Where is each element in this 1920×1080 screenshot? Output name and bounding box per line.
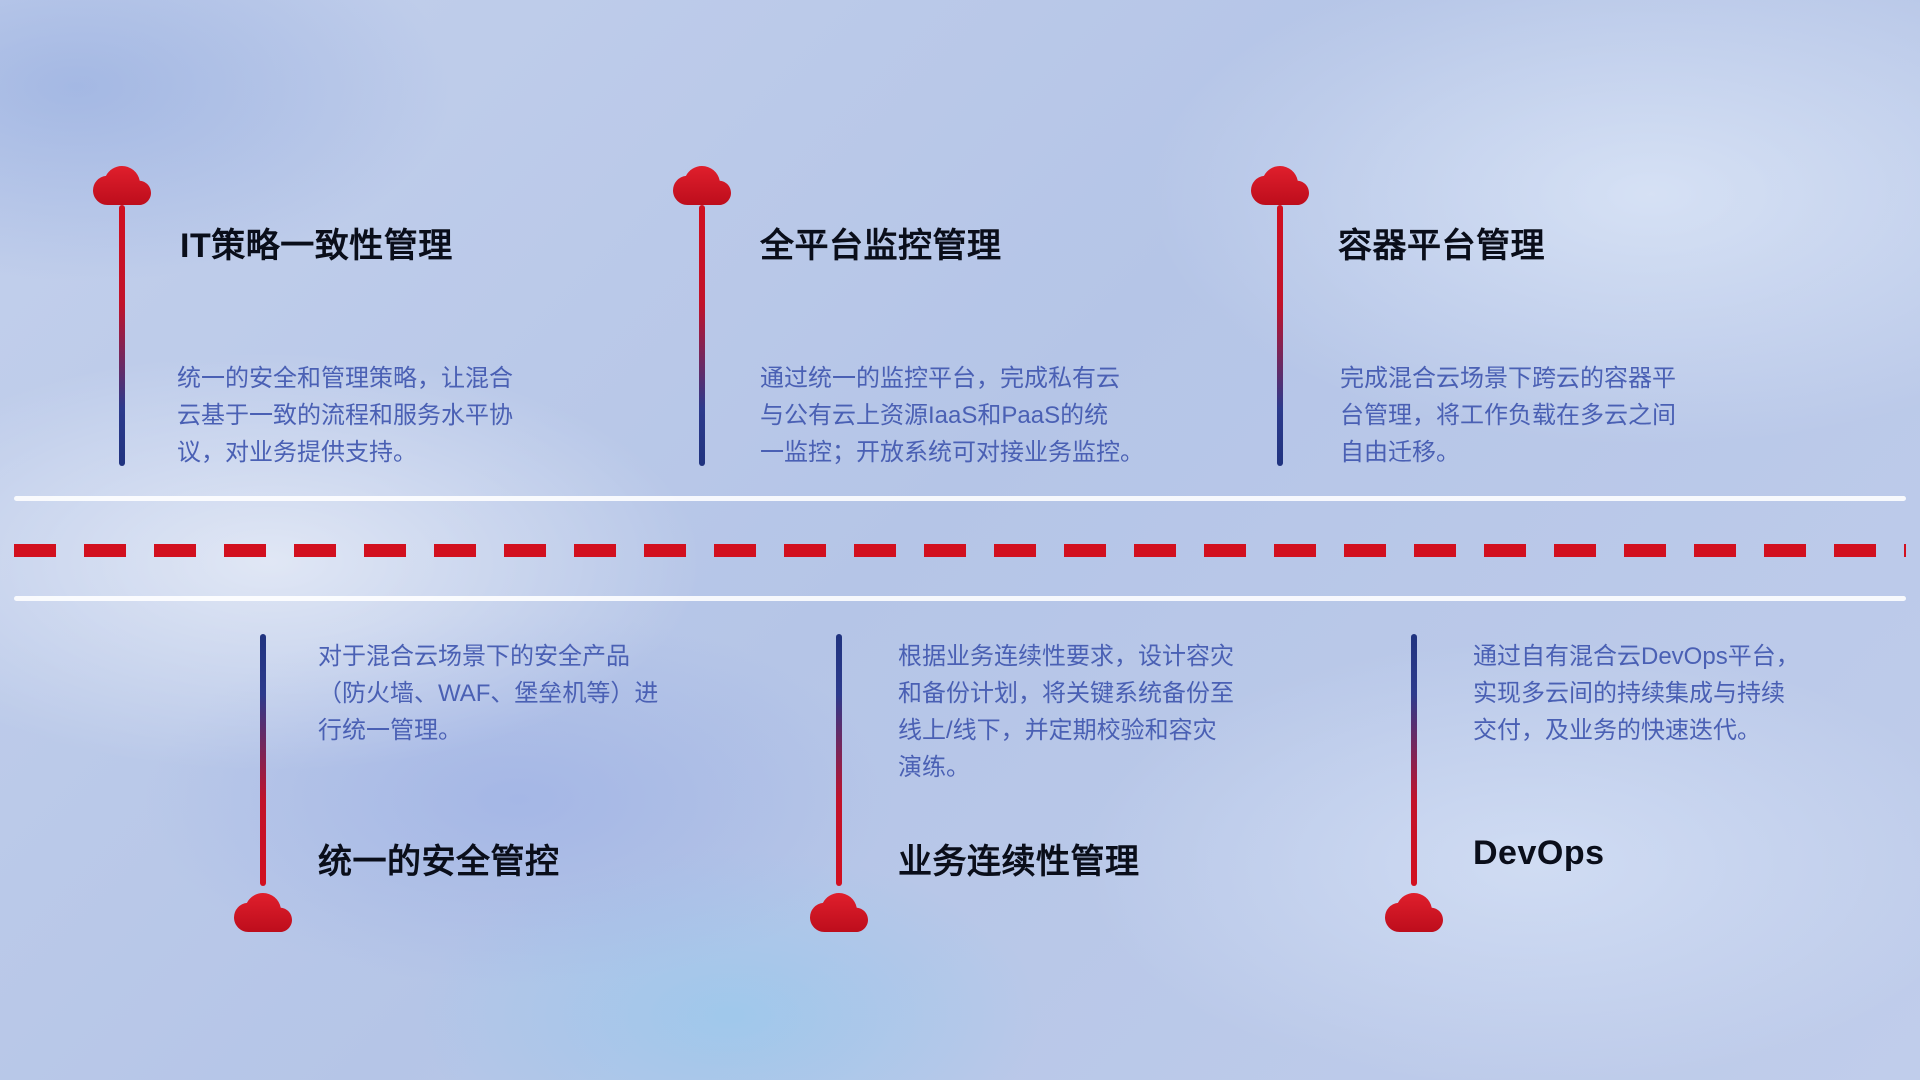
item-title: 统一的安全管控: [318, 843, 560, 881]
divider-dashed-red: [14, 544, 1906, 557]
divider-solid-bottom: [14, 596, 1906, 601]
connector-line: [260, 634, 266, 886]
cloud-icon: [1385, 893, 1443, 932]
cloud-icon: [810, 893, 868, 932]
item-title: IT策略一致性管理: [180, 227, 453, 265]
item-description: 根据业务连续性要求，设计容灾 和备份计划，将关键系统备份至 线上/线下，并定期校…: [898, 643, 1234, 781]
item-title: 业务连续性管理: [898, 843, 1140, 881]
connector-line: [1277, 205, 1283, 466]
item-description: 通过统一的监控平台，完成私有云 与公有云上资源IaaS和PaaS的统 一监控；开…: [760, 365, 1144, 466]
item-title: 容器平台管理: [1338, 227, 1545, 265]
item-description: 通过自有混合云DevOps平台， 实现多云间的持续集成与持续 交付，及业务的快速…: [1473, 643, 1800, 744]
connector-line: [119, 205, 125, 466]
item-description: 完成混合云场景下跨云的容器平 台管理，将工作负载在多云之间 自由迁移。: [1340, 365, 1676, 466]
item-description: 统一的安全和管理策略，让混合 云基于一致的流程和服务水平协 议，对业务提供支持。: [177, 365, 513, 466]
cloud-icon: [93, 166, 151, 205]
item-title: 全平台监控管理: [760, 227, 1002, 265]
cloud-icon: [234, 893, 292, 932]
cloud-icon: [1251, 166, 1309, 205]
connector-line: [699, 205, 705, 466]
connector-line: [836, 634, 842, 886]
cloud-icon: [673, 166, 731, 205]
item-title: DevOps: [1473, 834, 1605, 872]
divider-solid-top: [14, 496, 1906, 501]
connector-line: [1411, 634, 1417, 886]
item-description: 对于混合云场景下的安全产品 （防火墙、WAF、堡垒机等）进 行统一管理。: [318, 643, 659, 744]
